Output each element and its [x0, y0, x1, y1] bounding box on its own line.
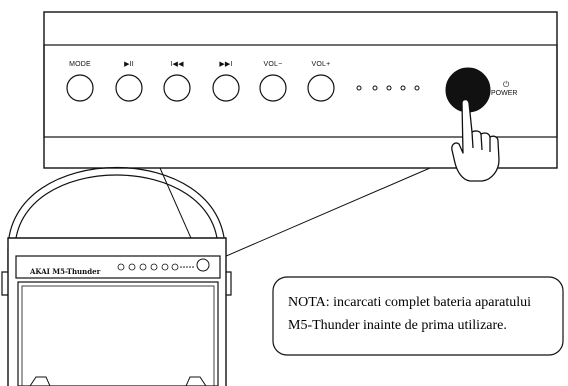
indicator-leds — [356, 85, 420, 91]
mini-button — [150, 263, 158, 271]
speaker-brand-label: AKAI M5-Thunder — [30, 267, 101, 276]
indicator-led — [356, 85, 362, 91]
hand-pointer-icon — [451, 98, 500, 182]
volume-down-label: VOL− — [263, 61, 283, 68]
note-box — [272, 276, 564, 356]
volume-down-button[interactable] — [259, 74, 287, 102]
mini-indicator-dots — [180, 266, 194, 268]
indicator-led — [386, 85, 392, 91]
power-label: POWER — [491, 90, 518, 97]
control-panel-closeup — [43, 11, 558, 169]
mini-button — [128, 263, 136, 271]
speaker-body — [7, 237, 227, 386]
play-pause-button[interactable] — [115, 74, 143, 102]
indicator-led — [400, 85, 406, 91]
note-text: NOTA: incarcati complet bateria aparatul… — [288, 291, 563, 337]
next-track-icon: ▶▶I — [219, 61, 233, 68]
indicator-led — [414, 85, 420, 91]
volume-up-button[interactable] — [307, 74, 335, 102]
volume-up-label: VOL+ — [311, 61, 331, 68]
note-line-1: NOTA: incarcati complet bateria aparatul… — [288, 295, 531, 310]
next-track-button[interactable] — [212, 74, 240, 102]
previous-track-icon: I◀◀ — [170, 61, 184, 68]
indicator-led — [372, 85, 378, 91]
play-pause-icon: ▶II — [124, 61, 134, 68]
note-line-2: M5-Thunder inainte de prima utilizare. — [288, 318, 507, 333]
power-symbol-icon: ⏻ — [503, 80, 510, 89]
mini-button — [171, 263, 179, 271]
mini-button — [117, 263, 125, 271]
mode-button[interactable] — [66, 74, 94, 102]
panel-inner-strip — [43, 44, 558, 138]
mini-button — [139, 263, 147, 271]
speaker-grille — [17, 281, 219, 386]
mini-button — [161, 263, 169, 271]
mode-label: MODE — [69, 61, 91, 68]
previous-track-button[interactable] — [163, 74, 191, 102]
mini-power-button — [196, 258, 210, 272]
